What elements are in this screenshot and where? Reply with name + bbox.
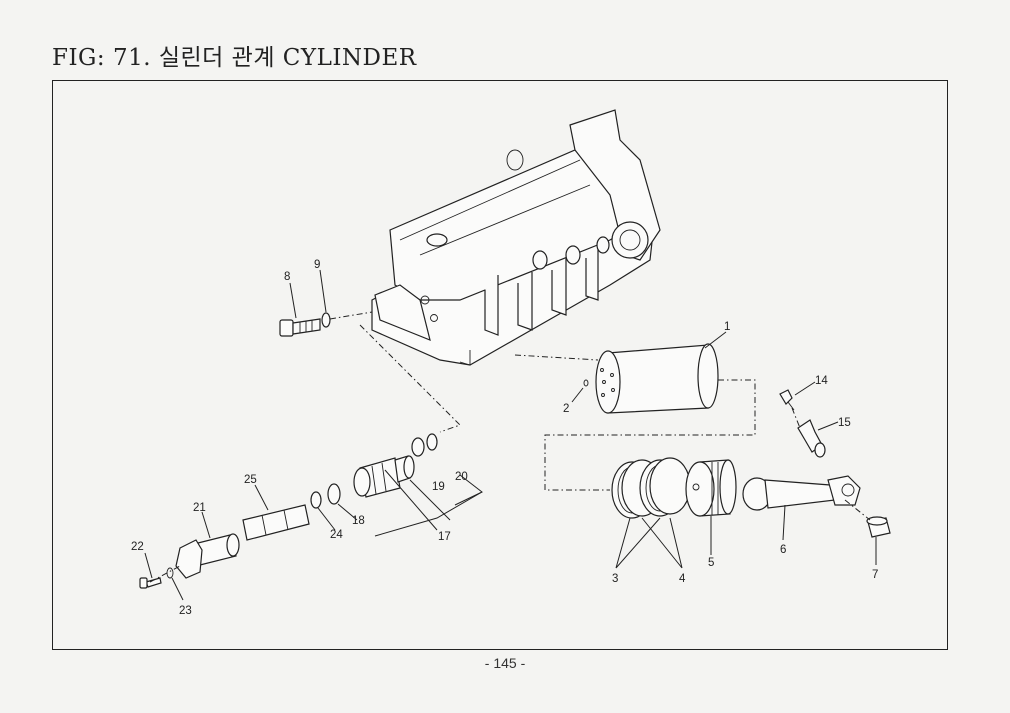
callout-5: 5 xyxy=(708,557,714,569)
page-number: - 145 - xyxy=(484,655,526,671)
figure-title: FIG: 71. 실린더 관계 CYLINDER xyxy=(52,45,417,71)
part-5-piston xyxy=(685,459,737,517)
callout-8: 8 xyxy=(284,271,290,283)
part-9-washer xyxy=(321,312,331,328)
callout-2: 2 xyxy=(563,403,569,415)
callout-17: 17 xyxy=(438,531,451,543)
callout-15: 15 xyxy=(838,417,851,429)
part-1-cylinder-liner xyxy=(595,343,719,414)
part-17-shaft xyxy=(353,455,415,498)
callout-18: 18 xyxy=(352,515,365,527)
assembly-lines xyxy=(149,311,871,583)
diagram-frame xyxy=(52,80,948,650)
callout-14: 14 xyxy=(815,375,828,387)
part-24-collar xyxy=(310,491,322,509)
callout-6: 6 xyxy=(780,544,786,556)
callout-19: 19 xyxy=(432,481,445,493)
callout-23: 23 xyxy=(179,605,192,617)
leader-lines xyxy=(144,269,877,601)
part-2-pin xyxy=(583,379,589,387)
part-21-handle-knob xyxy=(175,533,240,579)
callout-25: 25 xyxy=(244,474,257,486)
part-14-screw xyxy=(779,389,795,411)
part-8-bolt xyxy=(279,318,321,337)
callout-3: 3 xyxy=(612,573,618,585)
parts-3-4-piston-rings xyxy=(611,457,691,519)
callout-24: 24 xyxy=(330,529,343,541)
part-20-clip xyxy=(426,433,438,451)
callout-7: 7 xyxy=(872,569,878,581)
part-23-pin xyxy=(166,567,174,579)
callout-4: 4 xyxy=(679,573,686,585)
callout-20: 20 xyxy=(455,471,468,483)
part-7-bush xyxy=(866,516,891,538)
cylinder-housing xyxy=(371,109,661,366)
callout-21: 21 xyxy=(193,502,206,514)
part-6-connecting-rod xyxy=(742,475,861,511)
callout-9: 9 xyxy=(314,259,320,271)
part-18-ring xyxy=(327,483,341,505)
part-19-washer xyxy=(411,437,425,457)
callout-labels: 1 2 3 4 5 6 7 8 9 14 15 17 18 19 20 21 2… xyxy=(131,259,878,617)
part-22-screw xyxy=(139,577,162,589)
part-25-spindle xyxy=(242,504,310,541)
part-15-link xyxy=(797,419,826,458)
callout-1: 1 xyxy=(724,321,730,333)
callout-22: 22 xyxy=(131,541,144,553)
